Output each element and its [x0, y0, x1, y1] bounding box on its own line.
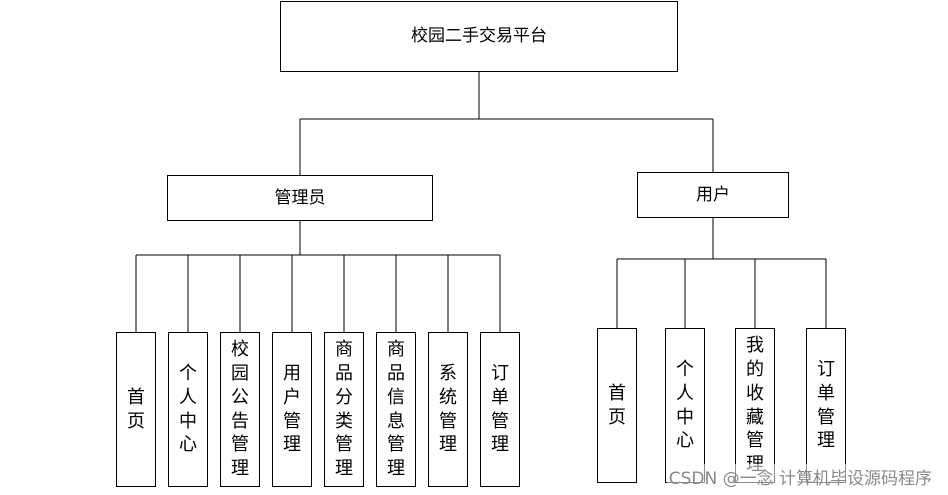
- leaf-label: 订单管理: [490, 363, 509, 456]
- user-node: 用户: [637, 172, 789, 218]
- leaf-label: 商品信息管理: [386, 339, 405, 479]
- leaf-label: 订单管理: [816, 359, 835, 452]
- admin-leaf-home: 首页: [116, 332, 156, 487]
- user-leaf-personal-center: 个人中心: [665, 328, 705, 483]
- root-node: 校园二手交易平台: [280, 1, 678, 72]
- admin-label: 管理员: [274, 187, 326, 208]
- leaf-label: 首页: [607, 382, 626, 428]
- admin-node: 管理员: [167, 175, 433, 221]
- leaf-label: 个人中心: [178, 363, 197, 456]
- user-leaf-home: 首页: [597, 328, 637, 483]
- leaf-label: 我的收藏管理: [745, 335, 764, 475]
- leaf-label: 系统管理: [438, 363, 457, 456]
- leaf-label: 首页: [126, 386, 145, 432]
- leaf-label: 商品分类管理: [334, 339, 353, 479]
- admin-leaf-system-management: 系统管理: [428, 332, 468, 487]
- leaf-label: 校园公告管理: [230, 339, 249, 479]
- root-label: 校园二手交易平台: [411, 26, 547, 46]
- admin-leaf-campus-notice: 校园公告管理: [220, 332, 260, 487]
- admin-leaf-personal-center: 个人中心: [168, 332, 208, 487]
- user-leaf-favorites-management: 我的收藏管理: [735, 328, 775, 483]
- user-leaf-order-management: 订单管理: [806, 328, 846, 483]
- admin-leaf-user-management: 用户管理: [272, 332, 312, 487]
- admin-leaf-order-management: 订单管理: [480, 332, 520, 487]
- user-label: 用户: [696, 184, 730, 205]
- leaf-label: 用户管理: [282, 363, 301, 456]
- admin-leaf-category-management: 商品分类管理: [324, 332, 364, 487]
- csdn-watermark: CSDN @一念 计算机毕设源码程序: [666, 464, 934, 489]
- leaf-label: 个人中心: [675, 359, 694, 452]
- admin-leaf-product-info: 商品信息管理: [376, 332, 416, 487]
